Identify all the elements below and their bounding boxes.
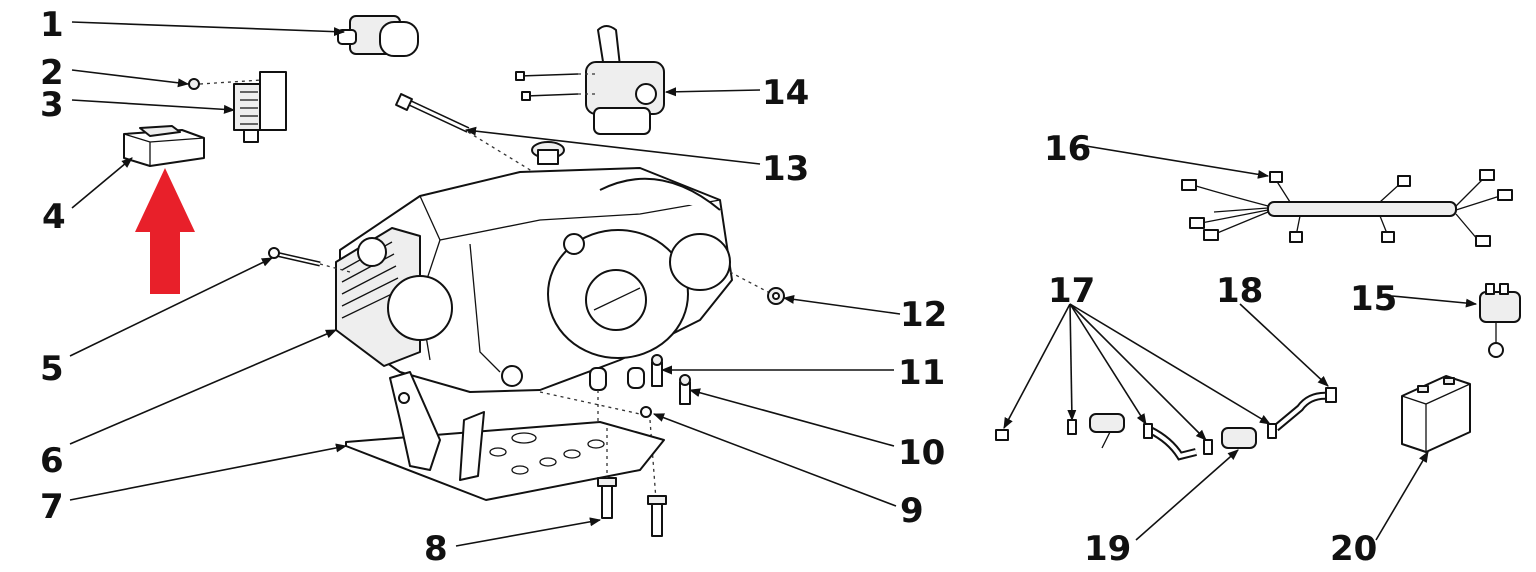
callout-label-7: 7 <box>40 487 64 527</box>
engine-assembly-part <box>335 141 733 393</box>
callout-label-11: 11 <box>898 353 945 393</box>
wiring-harness-part <box>1181 169 1513 247</box>
callout-label-20: 20 <box>1330 529 1377 569</box>
callout-label-18: 18 <box>1216 271 1263 311</box>
fuel-line-assembly-part <box>995 387 1337 461</box>
regulator-rectifier-part <box>233 71 287 143</box>
long-bolt-part <box>395 93 541 177</box>
bolt-8-part <box>597 428 667 537</box>
callout-label-15: 15 <box>1350 279 1397 319</box>
callout-label-9: 9 <box>900 491 924 531</box>
callout-label-6: 6 <box>40 441 64 481</box>
bolt-5-part <box>268 247 351 273</box>
callout-label-5: 5 <box>40 349 64 389</box>
mount-bolts-part <box>539 354 691 501</box>
skid-plate-part <box>345 371 665 501</box>
callout-label-1: 1 <box>40 5 64 45</box>
callout-label-16: 16 <box>1044 129 1091 169</box>
callout-label-12: 12 <box>900 295 947 335</box>
nut-12-part <box>729 271 785 305</box>
battery-part <box>1401 375 1471 453</box>
callout-label-14: 14 <box>762 73 809 113</box>
callout-label-10: 10 <box>898 433 945 473</box>
callout-label-13: 13 <box>762 149 809 189</box>
callout-leader-lines <box>69 21 1478 547</box>
relay-switch-part <box>1479 283 1521 358</box>
callout-label-2: 2 <box>40 53 64 93</box>
callout-label-8: 8 <box>424 529 448 569</box>
carburetor-part <box>515 25 665 135</box>
callout-label-3: 3 <box>40 85 64 125</box>
cdi-box-part <box>123 125 205 167</box>
red-highlight-arrow <box>135 168 195 294</box>
callout-label-19: 19 <box>1084 529 1131 569</box>
callout-label-4: 4 <box>42 197 66 237</box>
starter-motor-part <box>337 15 419 57</box>
callout-label-17: 17 <box>1048 271 1095 311</box>
